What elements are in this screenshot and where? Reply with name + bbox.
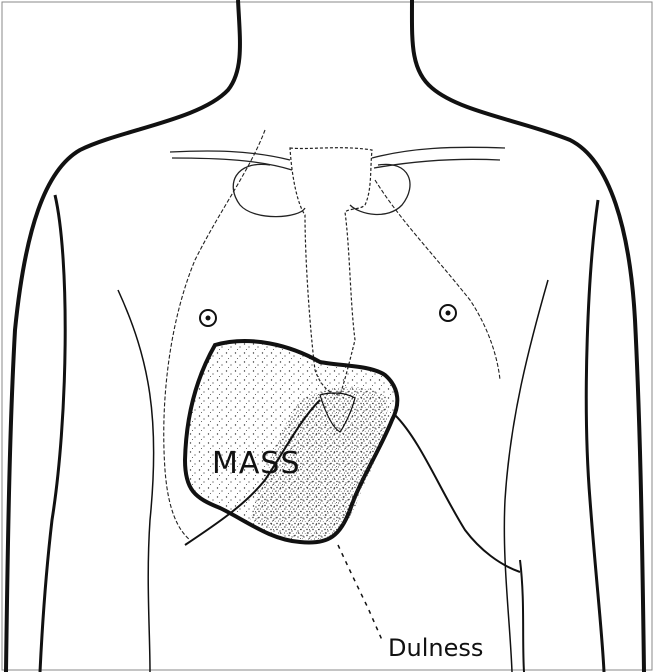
- left-torso-outline: [118, 290, 154, 672]
- right-costal-line: [375, 180, 500, 380]
- right-first-rib: [350, 164, 410, 214]
- dulness-label: Dulness: [388, 634, 483, 662]
- left-arm-inner-line: [40, 195, 65, 672]
- right-flank-line: [520, 560, 524, 672]
- left-clavicle: [170, 151, 292, 170]
- left-neck-shoulder-outline: [6, 0, 240, 672]
- right-torso-outline: [504, 280, 548, 672]
- right-neck-shoulder-outline: [412, 0, 644, 672]
- left-first-rib: [233, 164, 305, 216]
- dulness-leader: [338, 545, 382, 640]
- right-arm-inner-line: [586, 200, 604, 672]
- dulness-boundary: [395, 415, 520, 572]
- mass-label: MASS: [212, 446, 301, 481]
- right-nipple: [440, 305, 456, 321]
- left-nipple: [200, 310, 216, 326]
